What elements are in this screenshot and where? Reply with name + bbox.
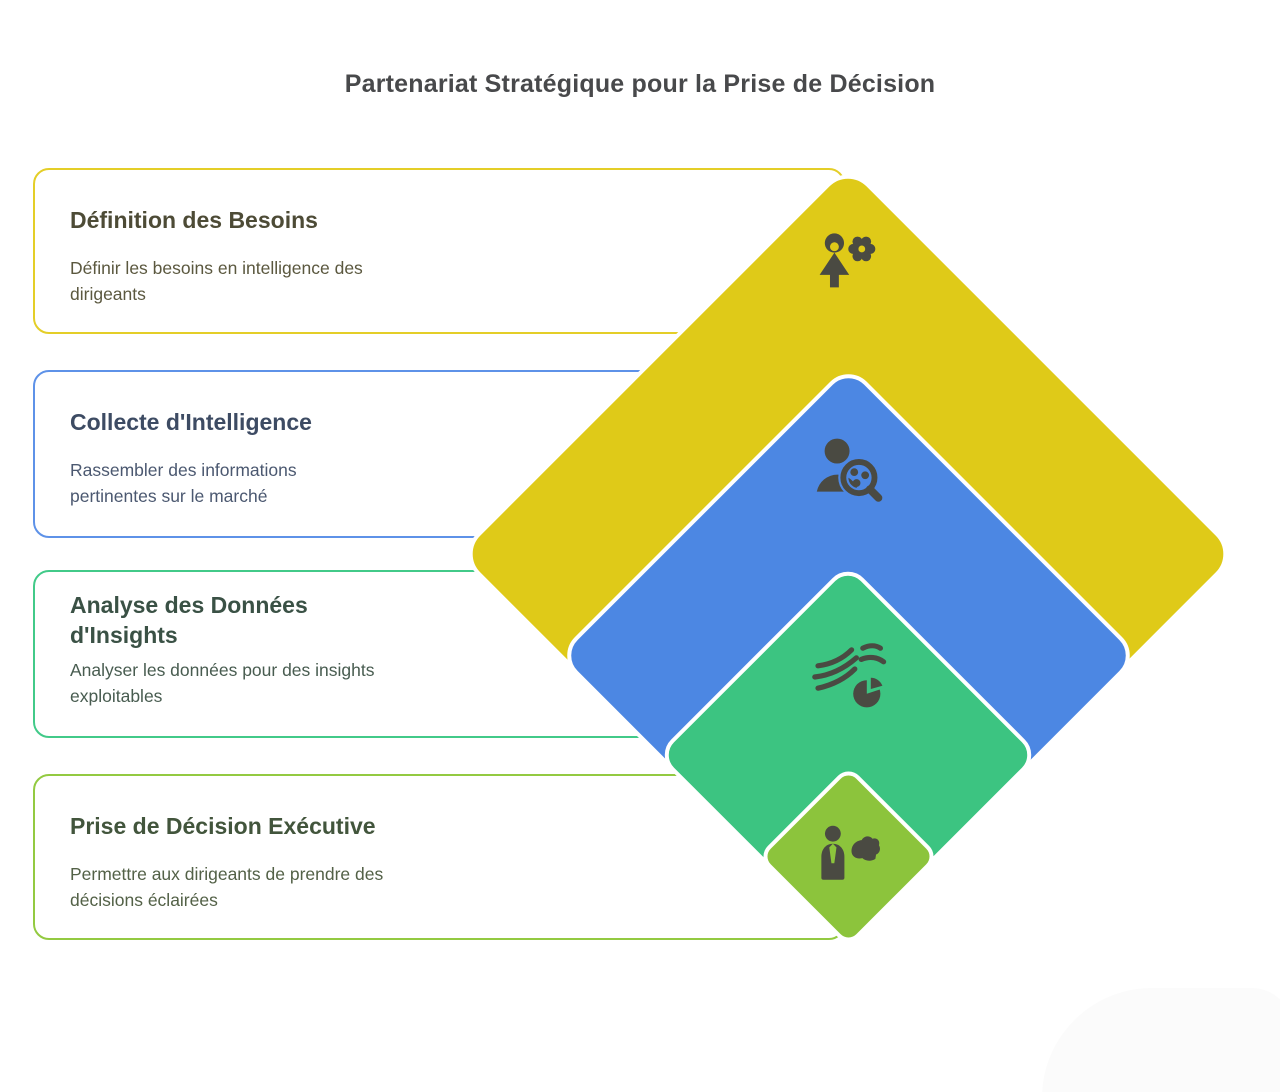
card-title: Analyse des Données d'Insights <box>70 592 308 648</box>
card-description: Rassembler des informations pertinentes … <box>70 460 297 506</box>
card-definition-des-besoins: Définition des Besoins Définir les besoi… <box>33 168 845 334</box>
flow-pie-icon <box>810 637 890 717</box>
card-title: Prise de Décision Exécutive <box>70 813 376 839</box>
corner-decoration <box>1042 988 1280 1092</box>
card-title: Collecte d'Intelligence <box>70 409 312 435</box>
person-search-icon <box>809 430 887 508</box>
person-gesture-icon <box>812 820 884 892</box>
card-description: Analyser les données pour des insights e… <box>70 660 375 706</box>
person-gear-icon <box>810 226 884 300</box>
card-description: Permettre aux dirigeants de prendre des … <box>70 864 384 910</box>
card-title: Définition des Besoins <box>70 207 318 233</box>
card-description: Définir les besoins en intelligence des … <box>70 258 363 304</box>
page-title: Partenariat Stratégique pour la Prise de… <box>344 70 936 98</box>
